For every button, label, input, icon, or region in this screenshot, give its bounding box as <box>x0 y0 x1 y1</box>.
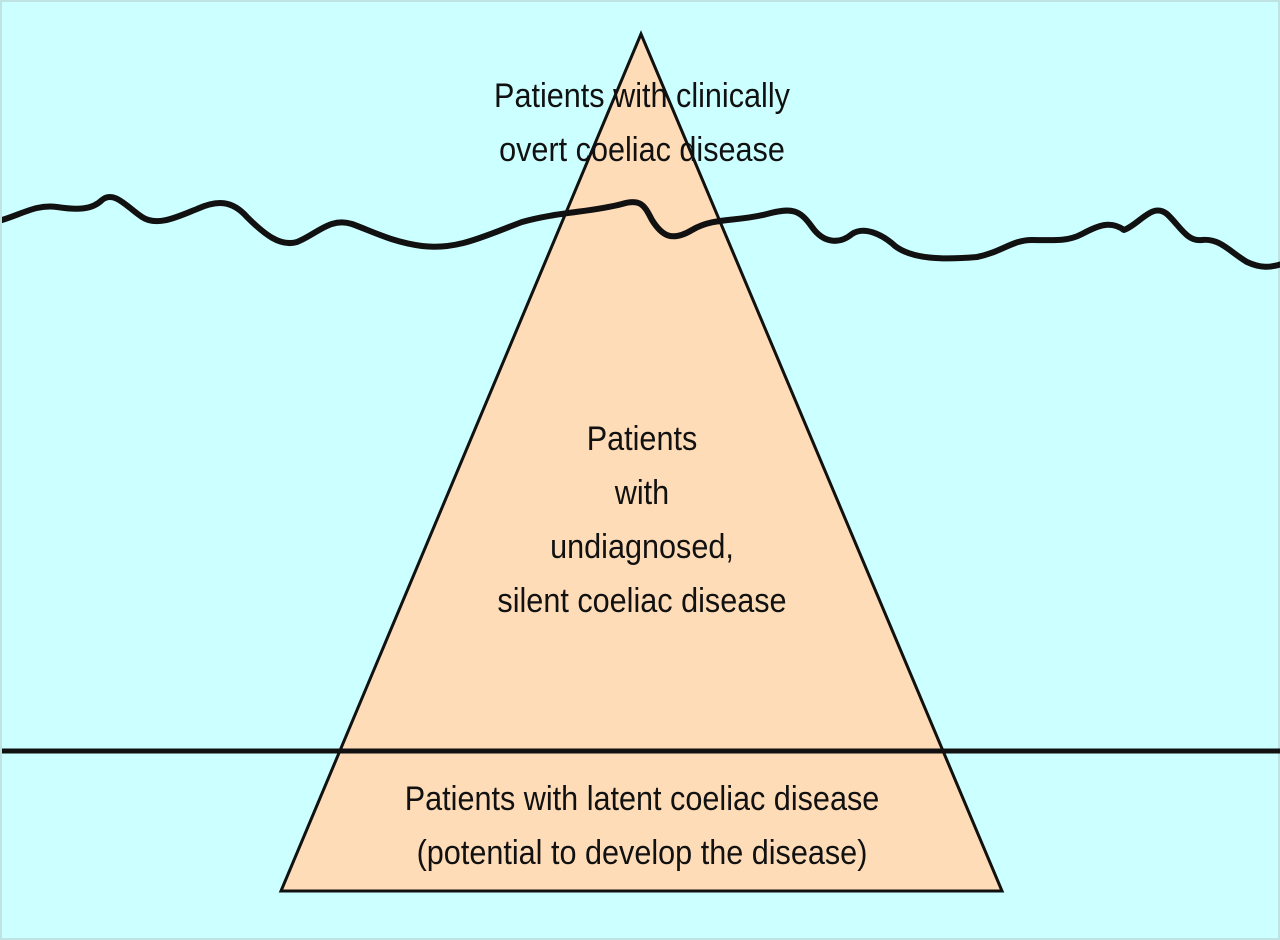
silent-disease-label-line-2: with <box>614 474 670 512</box>
overt-disease-label: Patients with clinically overt coeliac d… <box>417 69 867 177</box>
silent-disease-label: Patients with undiagnosed, silent coelia… <box>417 412 867 628</box>
silent-disease-label-line-3: undiagnosed, <box>550 528 734 566</box>
silent-disease-label-line-4: silent coeliac disease <box>497 582 787 620</box>
iceberg-triangle <box>278 30 1005 893</box>
overt-disease-label-line-2: overt coeliac disease <box>499 131 785 169</box>
overt-disease-label-line-1: Patients with clinically <box>494 77 790 115</box>
latent-disease-label: Patients with latent coeliac disease (po… <box>372 772 912 880</box>
water-surface-line <box>2 194 1280 270</box>
latent-disease-label-line-1: Patients with latent coeliac disease <box>404 780 880 818</box>
latent-disease-label-line-2: (potential to develop the disease) <box>416 834 868 872</box>
silent-disease-label-line-1: Patients <box>586 420 698 458</box>
